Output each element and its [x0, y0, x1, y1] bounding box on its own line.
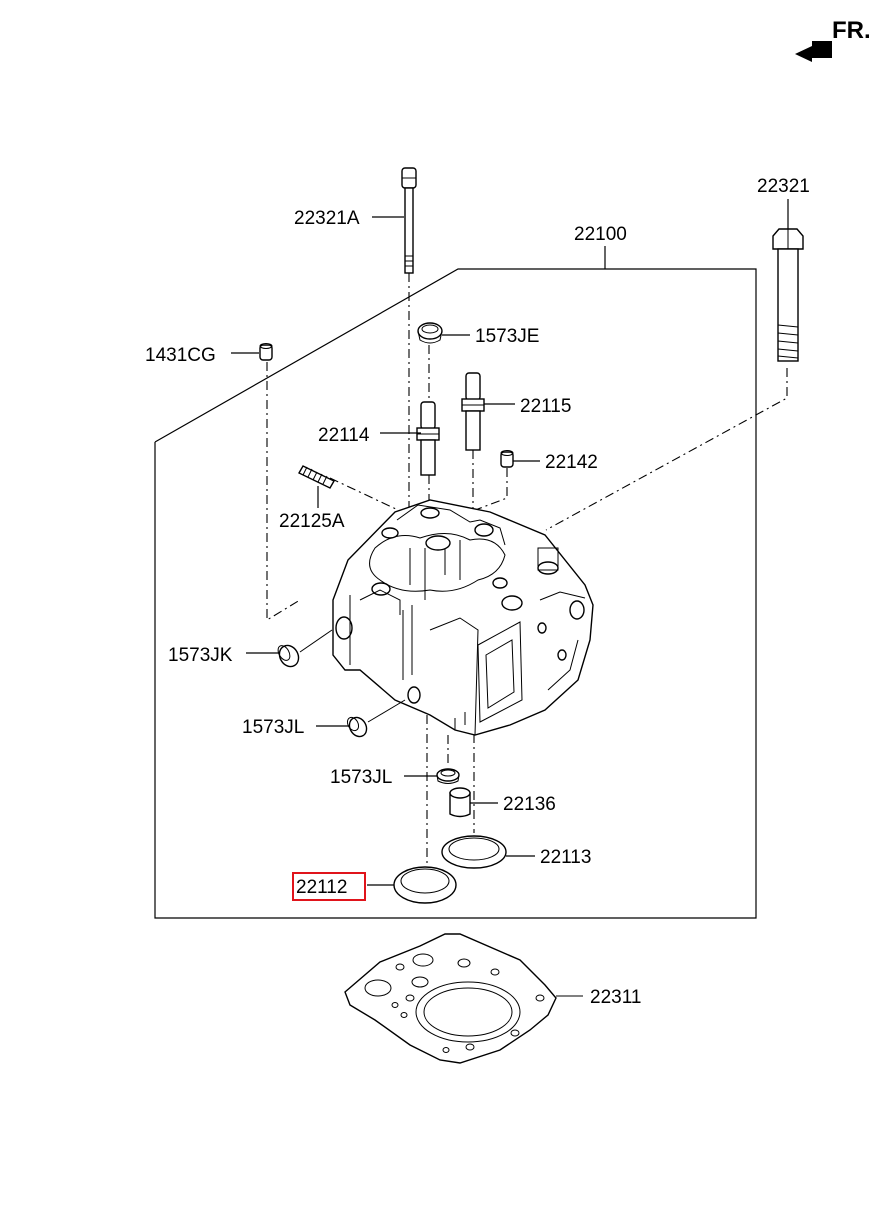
label-22142[interactable]: 22142	[545, 452, 598, 473]
valve-seat-ring-22113	[441, 835, 507, 869]
label-22125A[interactable]: 22125A	[279, 511, 345, 532]
label-1573JK[interactable]: 1573JK	[168, 645, 233, 666]
long-head-bolt-22321A	[401, 167, 417, 274]
plug-22136	[449, 787, 471, 818]
valve-guide-22115	[461, 372, 485, 451]
plug-22142	[500, 450, 514, 468]
label-1573JE[interactable]: 1573JE	[475, 326, 539, 347]
label-22115[interactable]: 22115	[520, 396, 571, 417]
label-1431CG[interactable]: 1431CG	[145, 345, 216, 366]
seal-ring-1573JL-bottom	[436, 768, 460, 784]
label-22321[interactable]: 22321	[757, 176, 810, 197]
label-22136[interactable]: 22136	[503, 794, 556, 815]
label-1573JL-side[interactable]: 1573JL	[242, 717, 304, 738]
label-22321A[interactable]: 22321A	[294, 208, 360, 229]
highlight-box-22112	[292, 872, 366, 901]
front-direction-arrow-icon	[795, 41, 832, 62]
valve-seat-ring-22112	[393, 866, 457, 904]
label-22311[interactable]: 22311	[590, 987, 641, 1008]
cylinder-head-assembly-frame	[154, 246, 757, 919]
label-22100[interactable]: 22100	[574, 224, 627, 245]
cylinder-head-casting	[332, 499, 594, 736]
dowel-pin-1431CG	[259, 343, 273, 361]
valve-guide-22114	[416, 401, 440, 476]
leader-lines	[231, 199, 789, 886]
cylinder-head-gasket-22311	[344, 933, 583, 1064]
label-22113[interactable]: 22113	[540, 847, 591, 868]
label-22114[interactable]: 22114	[318, 425, 370, 446]
front-label: FR.	[832, 17, 871, 44]
seal-ring-1573JE	[417, 322, 443, 344]
front-direction-indicator: FR.	[795, 17, 871, 62]
label-1573JL-bottom[interactable]: 1573JL	[330, 767, 392, 788]
head-bolt-22321	[772, 228, 804, 362]
stud-22125A	[298, 465, 335, 489]
part-labels: 22321A 22321 22100 1573JE 1431CG 22115 2…	[145, 176, 810, 1008]
label-22112[interactable]: 22112	[296, 877, 347, 898]
seal-ring-1573JL-side	[346, 699, 406, 738]
seal-ring-1573JK	[277, 629, 333, 668]
